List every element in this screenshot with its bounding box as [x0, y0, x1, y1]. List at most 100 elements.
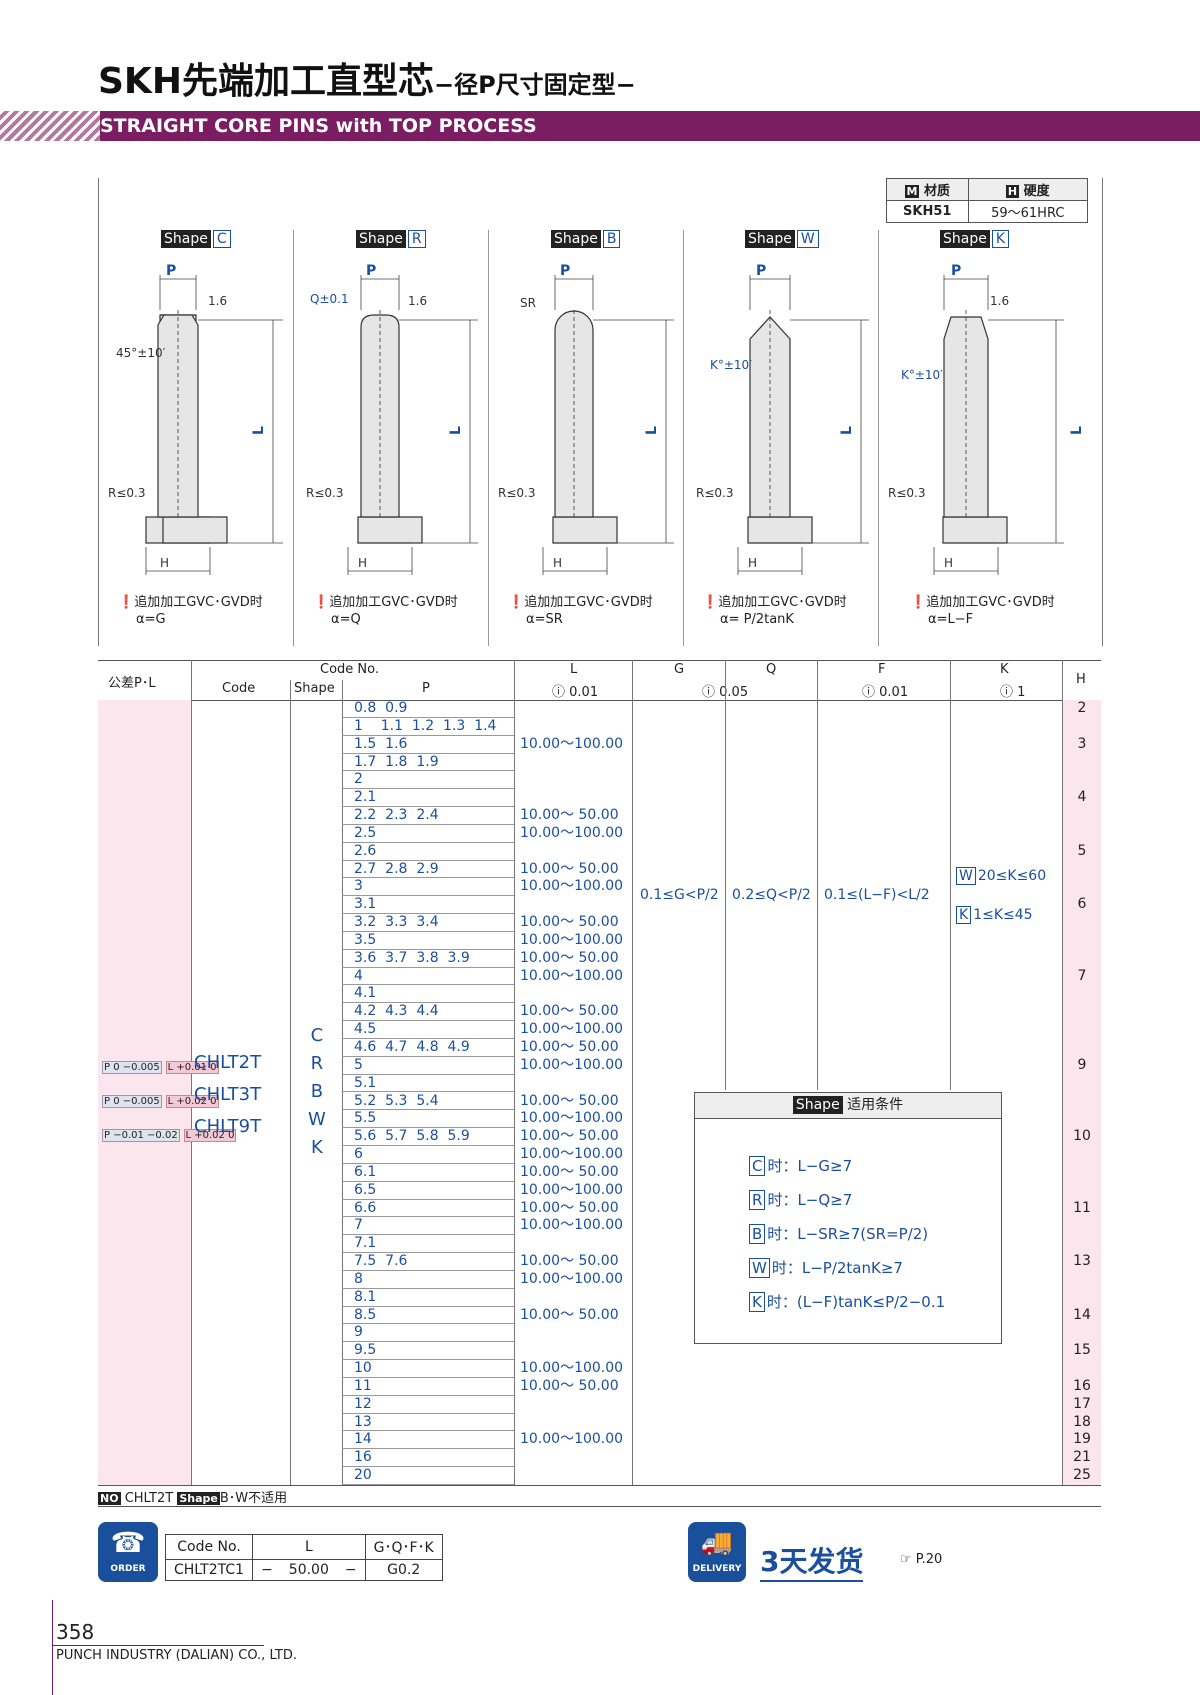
l-value: 10.00〜 50.00	[520, 1377, 619, 1394]
h-value: 2	[1077, 700, 1087, 716]
h-value	[1062, 861, 1102, 879]
p-value: 9.5	[354, 1342, 377, 1359]
table-row	[342, 932, 514, 950]
table-row	[342, 1253, 514, 1271]
table-row	[342, 1075, 514, 1093]
p-value: 5.6 5.7 5.8 5.9	[354, 1128, 470, 1145]
l-value: 10.00〜 50.00	[520, 1092, 619, 1109]
svg-text:P: P	[366, 263, 376, 279]
h-value	[1062, 878, 1102, 896]
p-value: 13	[354, 1413, 372, 1430]
h-value: 17	[1073, 1395, 1091, 1412]
col-tolerance: 公差P･L	[108, 676, 156, 691]
company-name: PUNCH INDUSTRY (DALIAN) CO., LTD.	[56, 1648, 297, 1663]
h-value	[1062, 1110, 1102, 1128]
p-value: 4	[354, 967, 363, 984]
l-value: 10.00〜100.00	[520, 967, 624, 984]
svg-text:1.6: 1.6	[990, 294, 1009, 308]
code-chlt9t: CHLT9T	[194, 1116, 262, 1137]
shape-letter: K	[311, 1137, 323, 1158]
p-value: 4.6 4.7 4.8 4.9	[354, 1038, 470, 1055]
l-value: 10.00〜 50.00	[520, 1163, 619, 1180]
table-row	[342, 968, 514, 986]
p-value: 7	[354, 1217, 363, 1234]
h-value	[1062, 1235, 1102, 1253]
table-row	[342, 1200, 514, 1218]
p-value: 4.2 4.3 4.4	[354, 1003, 439, 1020]
delivery-ref[interactable]: ☞ P.20	[900, 1552, 943, 1567]
p-value: 12	[354, 1395, 372, 1412]
svg-text:SR: SR	[520, 296, 536, 310]
svg-text:P: P	[756, 263, 766, 279]
l-value: 10.00〜100.00	[520, 1431, 624, 1448]
svg-text:K°±10′: K°±10′	[901, 368, 943, 382]
l-value: 10.00〜 50.00	[520, 807, 619, 824]
h-value	[1062, 932, 1102, 950]
p-value: 8.1	[354, 1288, 377, 1305]
table-row	[342, 1431, 514, 1450]
p-value: 0.8 0.9	[354, 700, 408, 716]
l-value: 10.00〜 50.00	[520, 860, 619, 877]
table-row	[342, 1414, 514, 1432]
h-value: 14	[1073, 1306, 1091, 1323]
p-value: 3.6 3.7 3.8 3.9	[354, 949, 470, 966]
panel-divider	[488, 230, 489, 646]
h-value	[1062, 1360, 1102, 1378]
h-value: 7	[1077, 967, 1087, 984]
p-value: 1.5 1.6	[354, 735, 408, 752]
table-top-line	[98, 660, 1101, 661]
l-value: 10.00〜100.00	[520, 1021, 624, 1038]
l-value: 10.00〜 50.00	[520, 1038, 619, 1055]
col-line	[950, 660, 951, 1090]
table-row	[342, 896, 514, 915]
table-row	[342, 1271, 514, 1289]
table-header-line	[98, 700, 1101, 701]
svg-text:R≤0.3: R≤0.3	[306, 486, 343, 500]
table-row	[342, 1128, 514, 1146]
h-value: 16	[1073, 1377, 1091, 1394]
h-value	[1062, 1324, 1102, 1342]
l-value: 10.00〜 50.00	[520, 1003, 619, 1020]
tol-row: P 0 −0.005 L +0.01 0	[102, 1061, 219, 1074]
p-value: 3.1	[354, 896, 377, 913]
table-row	[342, 861, 514, 879]
code-list: CHLT2T CHLT3T CHLT9T	[194, 1047, 261, 1143]
tolerance-column	[98, 700, 191, 1485]
tol-row: P 0 −0.005 L +0.02 0	[102, 1095, 219, 1108]
l-value: 10.00〜 50.00	[520, 949, 619, 966]
p-value: 9	[354, 1324, 363, 1341]
h-value: 13	[1073, 1253, 1091, 1270]
order-head-l: L	[252, 1534, 366, 1560]
h-value: 19	[1073, 1431, 1091, 1448]
l-value: 10.00〜100.00	[520, 1360, 624, 1377]
table-row	[342, 1003, 514, 1022]
p-value: 6	[354, 1146, 363, 1163]
code-chlt2t: CHLT2T	[194, 1052, 262, 1073]
table-row	[342, 1289, 514, 1307]
table-bottom-line	[98, 1485, 1101, 1486]
p-value: 2.2 2.3 2.4	[354, 807, 439, 824]
shape-letter-list: C R B W K	[308, 1022, 326, 1162]
l-value: 10.00〜 50.00	[520, 1306, 619, 1323]
col-f: F	[878, 662, 886, 677]
table-row	[342, 1396, 514, 1414]
col-q: Q	[766, 662, 777, 677]
col-codeno: Code No.	[320, 662, 379, 677]
p-value: 4.1	[354, 985, 377, 1002]
hardness-label: 硬度	[1023, 184, 1050, 199]
h-value	[1062, 1021, 1102, 1039]
svg-text:K°±10′: K°±10′	[710, 358, 752, 372]
h-value	[1062, 1271, 1102, 1289]
h-value: 21	[1073, 1449, 1091, 1466]
table-row	[342, 789, 514, 808]
order-l: 50.00	[280, 1559, 337, 1581]
panel-divider	[878, 230, 879, 646]
svg-text:H: H	[748, 556, 757, 570]
